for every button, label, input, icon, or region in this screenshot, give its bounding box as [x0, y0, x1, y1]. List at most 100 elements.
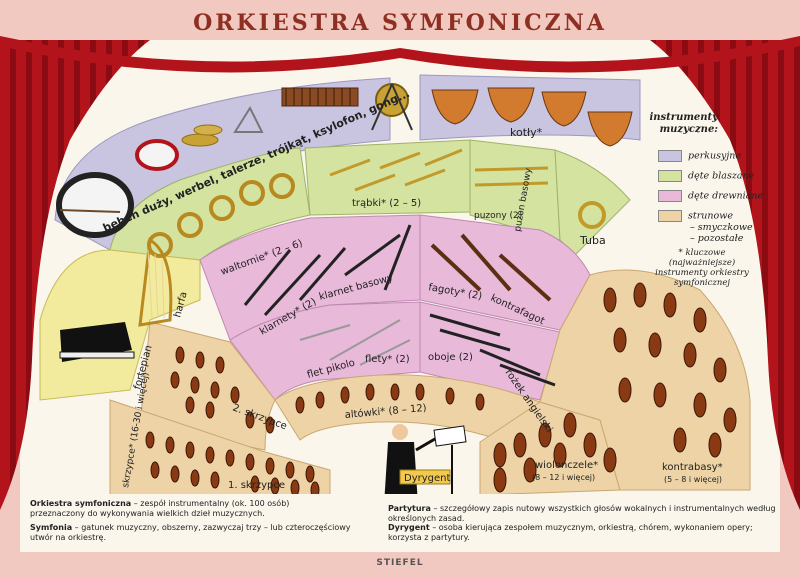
legend-sub-pozostale: – pozostałe — [690, 233, 744, 244]
definition-text: – osoba kierująca zespołem muzycznym, or… — [388, 523, 753, 542]
violin-icon — [185, 441, 195, 459]
violin-icon — [265, 457, 275, 475]
definition-dyrygent: Dyrygent – osoba kierująca zespołem muzy… — [388, 523, 780, 543]
cello-icon — [713, 357, 727, 383]
term: Symfonia — [30, 523, 73, 532]
definitions-panel — [20, 494, 780, 552]
bassoons-icon — [430, 233, 552, 302]
legend-item-drewniane: dęte drewniane — [658, 190, 763, 202]
violin-icon — [205, 446, 215, 464]
violin-icon — [215, 356, 225, 374]
label-kotly: kotły* — [510, 126, 543, 139]
legend-swatch — [658, 150, 682, 162]
right-curtain — [650, 40, 800, 510]
tuba-icon — [578, 201, 606, 229]
cello-icon — [563, 412, 577, 438]
cello-icon — [553, 442, 567, 468]
snare-drum-icon — [135, 139, 179, 171]
violin-icon — [210, 381, 220, 399]
cello-icon — [633, 282, 647, 308]
oboes-icon — [429, 313, 556, 387]
violin-icon — [250, 475, 260, 493]
cello-icon — [653, 382, 667, 408]
triangle-icon — [233, 105, 264, 133]
violin-icon — [475, 393, 485, 411]
violin-icon — [315, 391, 325, 409]
violin-icon — [185, 396, 195, 414]
legend-label: dęte blaszane — [688, 170, 755, 182]
violin-icon — [290, 479, 300, 497]
cello-icon — [603, 287, 617, 313]
cello-icon — [723, 407, 737, 433]
violin-icon — [190, 376, 200, 394]
cello-icon — [538, 422, 552, 448]
legend-label: dęte drewniane — [688, 190, 764, 202]
cello-icon — [648, 332, 662, 358]
clarinets-icon — [243, 224, 412, 317]
violin-icon — [285, 461, 295, 479]
legend-swatch — [658, 210, 682, 222]
cello-icon — [523, 457, 537, 483]
trumpets-icon — [329, 148, 463, 192]
legend-note: * kluczowe (najważniejsze) instrumenty o… — [655, 248, 749, 288]
violin-icon — [295, 396, 305, 414]
timpani-icon — [431, 87, 633, 147]
label-kontrabasy-count: (5 – 8 i więcej) — [664, 475, 722, 484]
legend-item-blaszane: dęte blaszane — [658, 170, 754, 182]
violin-icon — [145, 431, 155, 449]
bass-drum-icon — [56, 172, 134, 238]
label-trabki: trąbki* (2 – 5) — [352, 198, 421, 209]
violin-icon — [305, 465, 315, 483]
gong-icon — [371, 83, 413, 131]
violin-icon — [205, 401, 215, 419]
cello-icon — [493, 467, 507, 493]
violin-icon — [365, 383, 375, 401]
cymbals-icon — [181, 124, 223, 147]
label-dyrygent: Dyrygent — [404, 473, 450, 484]
legend-label: perkusyjne — [688, 150, 742, 162]
definition-text: – szczegółowy zapis nutowy wszystkich gł… — [388, 504, 776, 523]
violin-icon — [165, 436, 175, 454]
definition-symfonia: Symfonia – gatunek muzyczny, obszerny, z… — [30, 523, 370, 543]
violin-icon — [265, 416, 275, 434]
harp-icon — [138, 237, 173, 327]
cello-icon — [583, 432, 597, 458]
label-wiolonczele: wiolonczele* — [535, 460, 598, 471]
cello-icon — [513, 432, 527, 458]
cello-icon — [618, 377, 632, 403]
cello-icon — [673, 427, 687, 453]
legend-sub-smyczkowe: – smyczkowe — [690, 222, 753, 233]
piano-icon — [59, 322, 135, 362]
violin-icon — [415, 383, 425, 401]
left-curtain — [0, 40, 150, 510]
violins-icon — [145, 346, 485, 499]
violin-icon — [170, 371, 180, 389]
flutes-icon — [299, 319, 411, 366]
publisher-logo: STIEFEL — [376, 558, 424, 568]
violin-icon — [190, 469, 200, 487]
definition-text: – zespół instrumentalny (ok. 100 osób) p… — [30, 499, 290, 518]
trombones-icon — [474, 166, 549, 187]
violin-icon — [175, 346, 185, 364]
violin-icon — [225, 449, 235, 467]
label-oboje: oboje (2) — [428, 352, 473, 363]
label-wiolonczele-count: (8 – 12 i więcej) — [532, 473, 595, 482]
violin-icon — [390, 383, 400, 401]
label-skrzypce-1: 1. skrzypce — [228, 480, 285, 491]
cello-icon — [693, 392, 707, 418]
cello-icon — [693, 307, 707, 333]
legend-item-perkusyjne: perkusyjne — [658, 150, 741, 162]
violin-icon — [340, 386, 350, 404]
legend-item-strunowe: strunowe — [658, 210, 733, 222]
legend-title: instrumenty muzyczne: — [649, 112, 718, 135]
violin-icon — [245, 411, 255, 429]
cello-icon — [708, 432, 722, 458]
cello-icon — [493, 442, 507, 468]
legend-label: strunowe — [688, 210, 733, 222]
term: Partytura — [388, 504, 431, 513]
page-title: ORKIESTRA SYMFONICZNA — [193, 10, 607, 36]
violin-icon — [445, 387, 455, 405]
label-flety: flety* (2) — [365, 354, 410, 365]
